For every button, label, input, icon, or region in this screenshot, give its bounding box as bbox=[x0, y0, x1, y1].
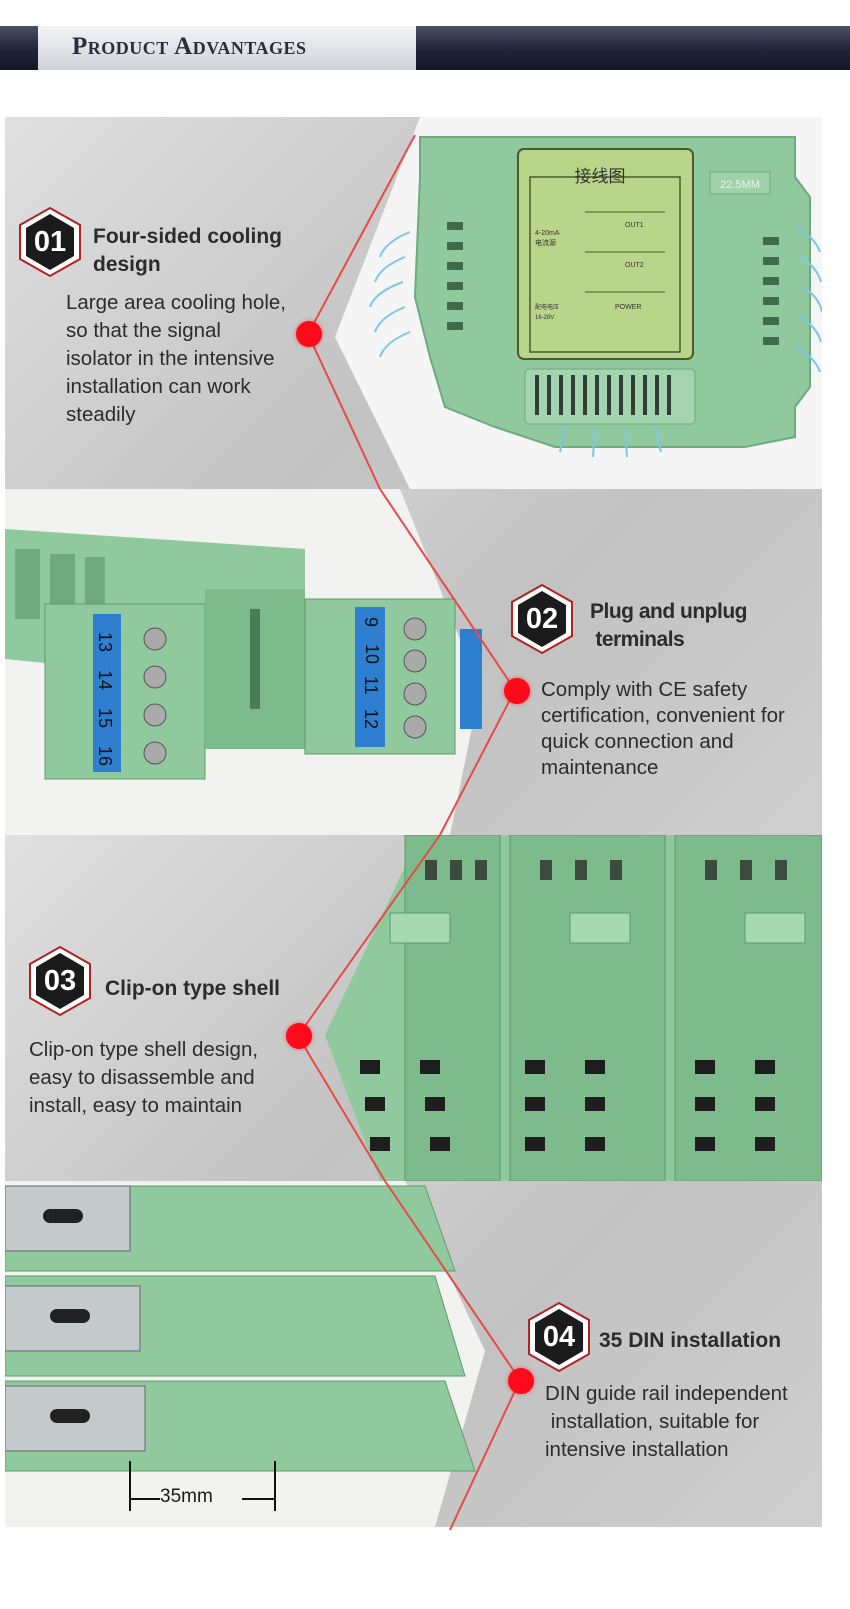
terminal-block-photo: 13 14 15 16 9 10 11 12 bbox=[5, 489, 485, 835]
feature-panel-terminals: 13 14 15 16 9 10 11 12 02 Plug bbox=[5, 489, 822, 835]
width-mark: 22.5MM bbox=[720, 179, 760, 191]
feature-number-badge: 04 bbox=[526, 1301, 592, 1373]
svg-text:14: 14 bbox=[95, 670, 115, 690]
dimension-label: 35mm bbox=[160, 1486, 213, 1507]
svg-text:POWER: POWER bbox=[615, 304, 641, 311]
feature-title: Clip-on type shell bbox=[105, 977, 281, 1000]
feature-description: Clip-on type shell design,easy to disass… bbox=[29, 1038, 259, 1117]
feature-panel-cooling: 接线图 4-20mA 电流源 OUT1 OUT2 POWER 配电电压 16-2… bbox=[5, 117, 822, 489]
feature-description: DIN guide rail independent installation,… bbox=[545, 1382, 788, 1461]
din-rail-photo bbox=[5, 1181, 485, 1527]
wiring-diagram-title: 接线图 bbox=[575, 167, 626, 186]
feature-panel-din: 04 35 DIN installation DIN guide rail in… bbox=[5, 1181, 822, 1527]
svg-text:16-28V: 16-28V bbox=[535, 315, 554, 321]
feature-number-badge: 02 bbox=[509, 583, 575, 655]
svg-text:16: 16 bbox=[95, 746, 115, 766]
svg-text:4-20mA: 4-20mA bbox=[535, 230, 560, 237]
connector-dot bbox=[296, 321, 322, 347]
connector-dot bbox=[508, 1368, 534, 1394]
page-title: Product Advantages bbox=[72, 33, 307, 60]
svg-text:电流源: 电流源 bbox=[535, 238, 556, 247]
feature-title: 35 DIN installation bbox=[599, 1329, 782, 1352]
feature-title: Plug and unplug terminals bbox=[590, 600, 747, 651]
feature-panel-shell: 03 Clip-on type shell Clip-on type shell… bbox=[5, 835, 822, 1181]
svg-text:OUT1: OUT1 bbox=[625, 222, 644, 229]
svg-text:OUT2: OUT2 bbox=[625, 262, 644, 269]
cooling-device-photo: 接线图 4-20mA 电流源 OUT1 OUT2 POWER 配电电压 16-2… bbox=[325, 117, 822, 489]
connector-dot bbox=[286, 1023, 312, 1049]
header-title-tab bbox=[38, 26, 416, 70]
svg-text:13: 13 bbox=[95, 632, 115, 652]
feature-description: Large area cooling hole,so that the sign… bbox=[66, 291, 286, 426]
svg-text:15: 15 bbox=[95, 708, 115, 728]
svg-text:11: 11 bbox=[361, 676, 381, 695]
svg-text:配电电压: 配电电压 bbox=[535, 303, 559, 311]
svg-text:10: 10 bbox=[362, 644, 382, 664]
clip-shell-photo bbox=[325, 835, 822, 1181]
feature-number-badge: 01 bbox=[17, 206, 83, 278]
feature-number-badge: 03 bbox=[27, 945, 93, 1017]
svg-text:9: 9 bbox=[361, 617, 381, 627]
connector-dot bbox=[504, 678, 530, 704]
svg-text:12: 12 bbox=[361, 709, 381, 729]
